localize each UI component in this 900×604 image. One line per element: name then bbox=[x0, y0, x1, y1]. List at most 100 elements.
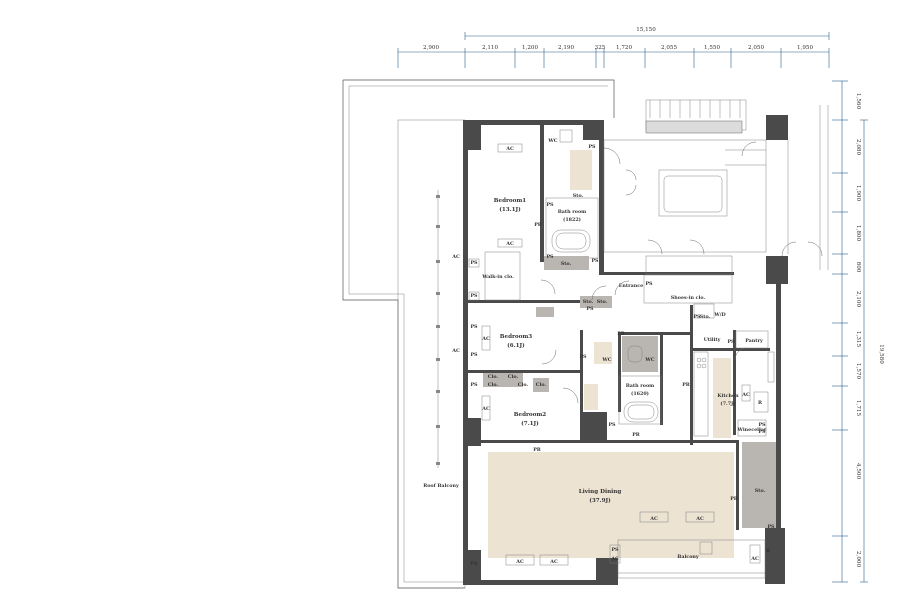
ac-unit bbox=[749, 544, 761, 564]
walk-in-closet bbox=[484, 251, 521, 301]
ps-entrance: PS bbox=[645, 281, 653, 287]
ac-unit bbox=[639, 511, 669, 523]
door-swing bbox=[614, 280, 630, 296]
wall-bed2-living bbox=[468, 440, 738, 443]
right-dimensions: 19,580 1,560 2,080 1,900 1,800 800 2,100… bbox=[832, 80, 884, 583]
column-sw bbox=[463, 550, 481, 580]
column-east-mid bbox=[766, 256, 788, 284]
bathtub-inner bbox=[555, 232, 587, 250]
sto-bath1-box bbox=[544, 256, 589, 270]
sto-living-box bbox=[742, 442, 776, 528]
wc-bath2: WC bbox=[644, 357, 654, 363]
ac-balcony-2: AC bbox=[750, 556, 759, 562]
wall-utility-bottom bbox=[690, 348, 770, 351]
kitchen: Kitchen (7.7J) PR AC R Winecellar PS PS bbox=[682, 351, 775, 438]
ps-bath2: PS bbox=[608, 422, 616, 428]
ac-unit bbox=[539, 554, 569, 566]
wc2-vanity bbox=[594, 342, 612, 364]
entrance-bench bbox=[645, 255, 733, 275]
top-seg-5: 1,720 bbox=[616, 45, 632, 51]
ps-kitchen: PS bbox=[758, 422, 766, 428]
ac-unit bbox=[505, 554, 535, 566]
door-swing bbox=[603, 147, 621, 165]
door-swing bbox=[734, 347, 748, 361]
top-total-label: 15,150 bbox=[636, 27, 656, 33]
bedroom1: AC Bedroom1 (13.1J) AC PR Walk-in clo. P… bbox=[468, 143, 556, 301]
ps-bath1b: PS bbox=[546, 202, 554, 208]
living-dining: PR Living Dining (37.9J) AC AC AC AC PS … bbox=[470, 442, 776, 567]
north-core bbox=[603, 99, 829, 270]
top-seg-2: 1,200 bbox=[522, 45, 538, 51]
railing-post bbox=[436, 358, 440, 361]
wall-bed1-bed3 bbox=[468, 300, 583, 303]
bath2-size: (1620) bbox=[631, 390, 649, 397]
sto-corr-1: Sto. bbox=[583, 299, 594, 305]
wall-sto-left bbox=[736, 440, 739, 530]
ps-bath1: PS bbox=[588, 144, 596, 150]
wc-left: WC bbox=[601, 357, 611, 363]
column-ne-bath bbox=[583, 122, 603, 140]
kitchen-counter bbox=[693, 351, 709, 437]
column-west-mid bbox=[463, 418, 481, 446]
ps-bed2: PS bbox=[470, 382, 478, 388]
wall-kitchen-right bbox=[733, 330, 736, 435]
ps-living-east: PS bbox=[767, 524, 775, 530]
toilet bbox=[627, 345, 643, 363]
railing-post bbox=[436, 260, 440, 263]
bedroom3-label: Bedroom3 bbox=[500, 334, 533, 340]
ac-balcony-1: AC bbox=[610, 556, 619, 562]
top-seg-6: 2,055 bbox=[661, 45, 677, 51]
wall-wc-right bbox=[660, 335, 663, 425]
kitchen-size: (7.7J) bbox=[720, 400, 735, 407]
column-mid-south bbox=[583, 412, 607, 440]
sto-bath1-lower: Sto. bbox=[561, 261, 572, 267]
roof-inner-left bbox=[348, 86, 465, 583]
balcony-p: PS bbox=[611, 547, 619, 553]
ps-2: PS bbox=[470, 293, 478, 299]
wd-label: W/D bbox=[713, 312, 725, 318]
door-swing bbox=[781, 241, 797, 257]
railing-post bbox=[436, 390, 440, 393]
right-seg-5: 2,100 bbox=[855, 291, 861, 307]
handrail bbox=[645, 120, 743, 134]
bath1-size: (1822) bbox=[563, 216, 581, 223]
ps-bath1c: PS bbox=[591, 258, 599, 264]
column-south-east bbox=[765, 528, 785, 584]
right-seg-7: 1,570 bbox=[855, 363, 861, 379]
winecellar-box bbox=[737, 419, 767, 437]
right-seg-6: 1,315 bbox=[855, 331, 861, 347]
door-swing bbox=[689, 239, 705, 255]
ac-unit bbox=[685, 511, 715, 523]
ps-living: PS bbox=[470, 561, 478, 567]
right-seg-1: 2,080 bbox=[855, 139, 861, 155]
ac-unit bbox=[481, 395, 491, 421]
railing-post bbox=[436, 292, 440, 295]
roof-balcony-area: Roof Balcony AC AC bbox=[342, 79, 615, 589]
balcony-fixture bbox=[699, 541, 713, 555]
railing-post bbox=[436, 462, 440, 465]
shoes-closet bbox=[643, 274, 733, 304]
bath1: WC PS Sto. PS Bath room (1822) Sto. PS P… bbox=[544, 129, 599, 270]
door-swing bbox=[647, 239, 663, 255]
wc-bath1: WC bbox=[547, 138, 557, 144]
bathtub-inner bbox=[627, 404, 655, 420]
vanity bbox=[570, 150, 592, 190]
right-seg-9: 4,500 bbox=[855, 463, 861, 479]
ps-utility: PS bbox=[727, 339, 735, 345]
elevator-hall bbox=[658, 169, 728, 217]
sto-bed3-box bbox=[536, 307, 554, 317]
ac-unit bbox=[481, 325, 491, 351]
railing-post bbox=[436, 425, 440, 428]
door-swing bbox=[625, 169, 637, 181]
ac-roof-1: AC bbox=[451, 254, 460, 260]
balcony: Balcony PS AC AC B bbox=[609, 539, 770, 579]
ac-living-2: AC bbox=[695, 516, 704, 522]
bath1-label: Bath room bbox=[558, 209, 587, 215]
door-swing bbox=[741, 141, 757, 157]
pr-living-east: PR bbox=[730, 496, 739, 502]
kitchen-island bbox=[713, 358, 731, 438]
bed2-furniture bbox=[584, 384, 598, 410]
clo-1: Clo. bbox=[488, 374, 499, 380]
roof-balcony-label: Roof Balcony bbox=[423, 483, 459, 489]
